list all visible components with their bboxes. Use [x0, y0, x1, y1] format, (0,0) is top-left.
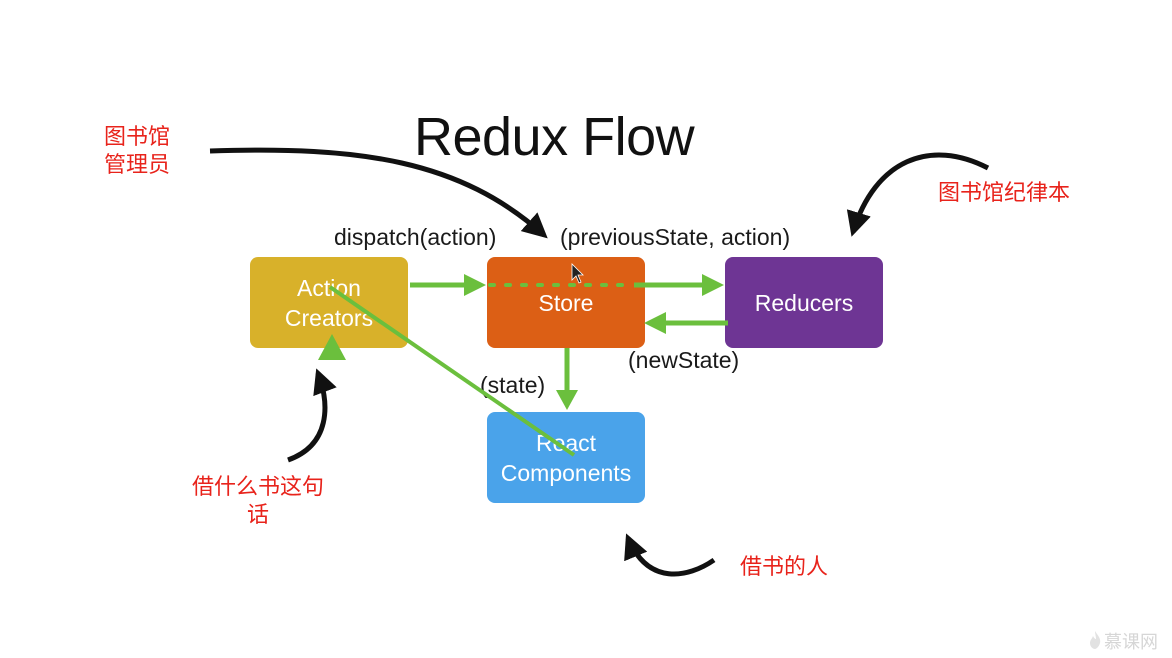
- state-label: (state): [480, 372, 546, 398]
- dispatch-arrow: [410, 274, 486, 296]
- store-label: Store: [538, 289, 594, 316]
- watermark-text: 慕课网: [1104, 632, 1158, 653]
- borrower-annotation: 借书的人: [740, 555, 829, 580]
- previous-state-label: (previousState, action): [560, 224, 791, 250]
- previous-state-arrow: [634, 274, 724, 296]
- mouse-cursor-icon: [571, 263, 584, 284]
- new-state-label: (newState): [628, 347, 740, 373]
- rulebook-pointer-arrow: [846, 152, 990, 237]
- librarian-annotation: 图书馆 管理员: [104, 124, 170, 180]
- diagram-title: Redux Flow: [414, 107, 695, 167]
- borrow-phrase-annotation: 借什么书这句 话: [192, 474, 324, 530]
- dispatch-label: dispatch(action): [334, 224, 497, 250]
- react-components-line2: Components: [500, 459, 632, 486]
- reducers-label: Reducers: [754, 289, 854, 316]
- reducers-box: Reducers: [725, 257, 883, 348]
- action-creators-up-arrow: [318, 334, 346, 360]
- state-arrow: [556, 348, 578, 410]
- new-state-arrow: [644, 312, 728, 334]
- action-creators-line1: Action: [297, 274, 361, 301]
- librarian-pointer-arrow: [209, 147, 548, 239]
- borrow-phrase-annotation-line2: 话: [247, 503, 270, 528]
- librarian-annotation-line1: 图书馆: [104, 125, 171, 150]
- librarian-annotation-line2: 管理员: [104, 153, 171, 178]
- store-box: Store: [487, 257, 645, 348]
- borrower-pointer-arrow: [624, 533, 716, 577]
- borrow-phrase-annotation-line1: 借什么书这句: [192, 475, 325, 500]
- borrow-phrase-pointer-arrow: [287, 368, 337, 463]
- rulebook-annotation: 图书馆纪律本: [938, 181, 1071, 206]
- flame-logo-icon: [1090, 631, 1101, 649]
- action-trigger-line: [328, 285, 576, 457]
